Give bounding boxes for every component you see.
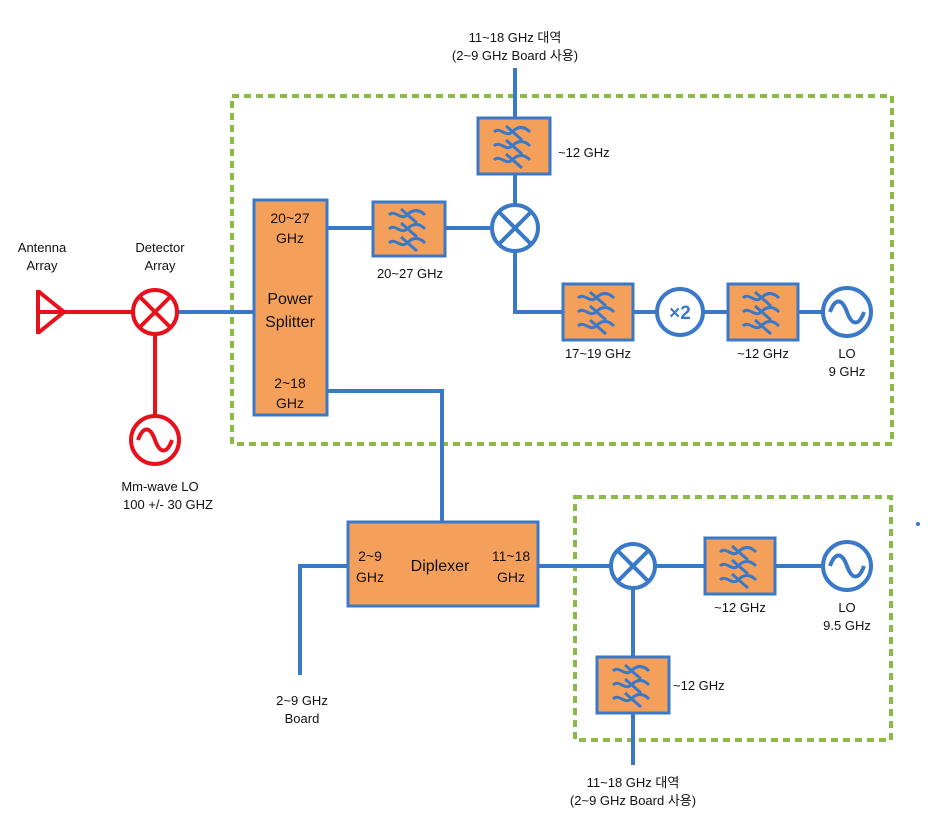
splitter-name-2: Splitter [265,314,315,331]
diplexer-left-port-2: GHz [356,569,384,585]
top-band-label-1: 11~18 GHz 대역 [469,30,562,45]
detector-mixer-icon [131,288,179,336]
lo-9-5ghz-source-icon [821,540,873,592]
filter-block-lower-if-12ghz [595,655,671,715]
filter-block-17-19ghz [561,282,635,342]
lo2-label-1: LO [838,600,855,615]
antenna-label-2: Array [26,258,58,273]
red-input-chain [40,310,157,416]
lo1-label-1: LO [838,346,855,361]
filter-block-lower-lo-12ghz [703,536,777,596]
splitter-port-bot-2: GHz [276,395,304,411]
mmwave-lo-label-1: Mm-wave LO [121,479,198,494]
lower-converter-group-box [573,495,893,742]
lo-9ghz-source-icon [821,286,873,338]
lo2-label-2: 9.5 GHz [823,618,871,633]
stray-dot [916,522,920,526]
splitter-name-1: Power [267,291,313,308]
filter-17-19-label: 17~19 GHz [565,346,631,361]
board-label-2: Board [285,711,320,726]
board-label-1: 2~9 GHz [276,693,328,708]
frequency-doubler-icon: ×2 [655,287,705,337]
antenna-label-1: Antenna [18,240,67,255]
antenna-icon [36,289,66,335]
diplexer-right-port-2: GHz [497,569,525,585]
upper-mixer-icon [490,203,540,253]
mmwave-lo-source-icon [129,414,181,466]
top-band-label-2: (2~9 GHz Board 사용) [452,48,578,63]
diplexer-name: Diplexer [411,558,470,575]
diplexer-right-port-1: 11~18 [492,548,530,564]
filter-20-27-label: 20~27 GHz [377,266,443,281]
filter-block-20-27ghz [371,200,447,258]
filter-block-top-12ghz [476,116,552,176]
signal-lines [178,68,823,765]
top-filter-label: ~12 GHz [558,145,610,160]
diplexer-block [346,520,540,608]
filter-block-12ghz-after-doubler [726,282,800,342]
splitter-port-top-2: GHz [276,230,304,246]
bottom-band-label-2: (2~9 GHz Board 사용) [570,793,696,808]
splitter-port-bot-1: 2~18 [274,375,306,391]
power-splitter-block [252,198,329,417]
lower-mixer-icon [609,542,657,590]
splitter-port-top-1: 20~27 [270,210,310,226]
doubler-label: ×2 [669,303,691,324]
detector-label-1: Detector [135,240,185,255]
upper-converter-group-box [230,94,894,446]
detector-label-2: Array [144,258,176,273]
lo1-label-2: 9 GHz [829,364,866,379]
mmwave-lo-label-2: 100 +/- 30 GHZ [123,497,213,512]
filter-12a-label: ~12 GHz [737,346,789,361]
bottom-band-label-1: 11~18 GHz 대역 [587,775,680,790]
filter-12c-label: ~12 GHz [673,678,725,693]
filter-12b-label: ~12 GHz [714,600,766,615]
diplexer-left-port-1: 2~9 [358,548,382,564]
